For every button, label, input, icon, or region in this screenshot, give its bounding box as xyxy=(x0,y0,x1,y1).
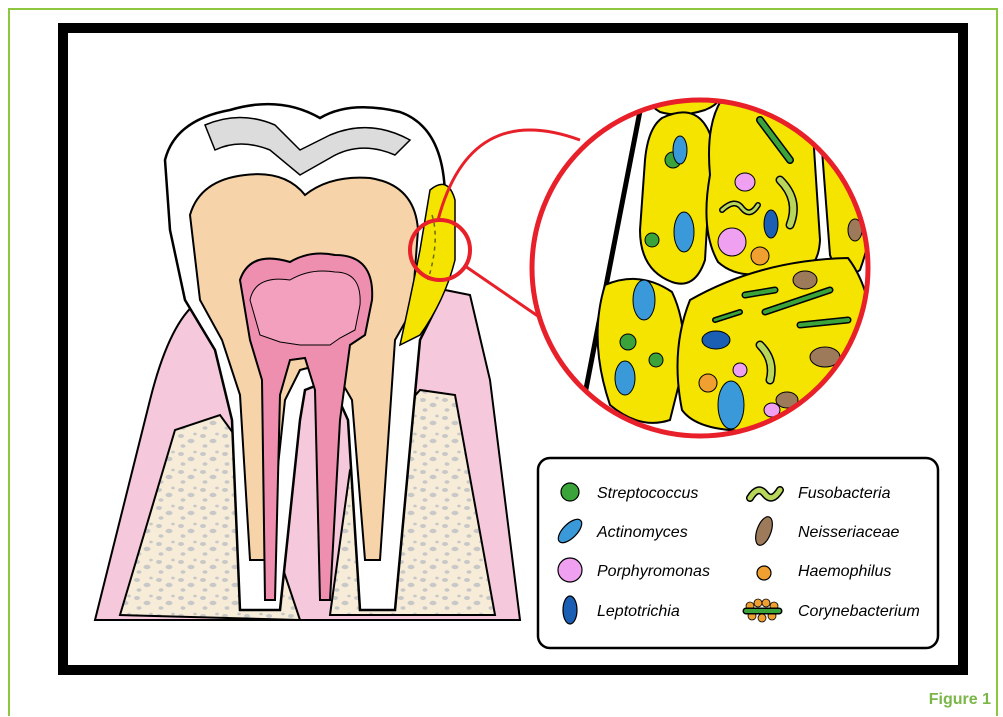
legend-label-neisseriaceae: Neisseriaceae xyxy=(798,524,899,541)
legend-label-corynebacterium: Corynebacterium xyxy=(798,603,920,620)
legend-box: Streptococcus Fusobacteria Actinomyces N… xyxy=(538,458,938,648)
legend-label-porphyromonas: Porphyromonas xyxy=(597,563,710,580)
legend-item-corynebacterium: Corynebacterium xyxy=(746,599,920,622)
legend-label-streptococcus: Streptococcus xyxy=(597,485,698,502)
corynebacterium-icon xyxy=(746,599,779,622)
haemophilus-icon xyxy=(757,566,771,580)
legend-label-fusobacteria: Fusobacteria xyxy=(798,485,891,502)
porphyromonas-icon xyxy=(558,558,582,582)
legend-label-actinomyces: Actinomyces xyxy=(596,524,688,541)
streptococcus-icon xyxy=(561,483,579,501)
leptotrichia-icon xyxy=(563,596,577,624)
legend-label-leptotrichia: Leptotrichia xyxy=(597,603,680,620)
figure-label: Figure 1 xyxy=(929,691,991,709)
legend-label-haemophilus: Haemophilus xyxy=(798,563,891,580)
